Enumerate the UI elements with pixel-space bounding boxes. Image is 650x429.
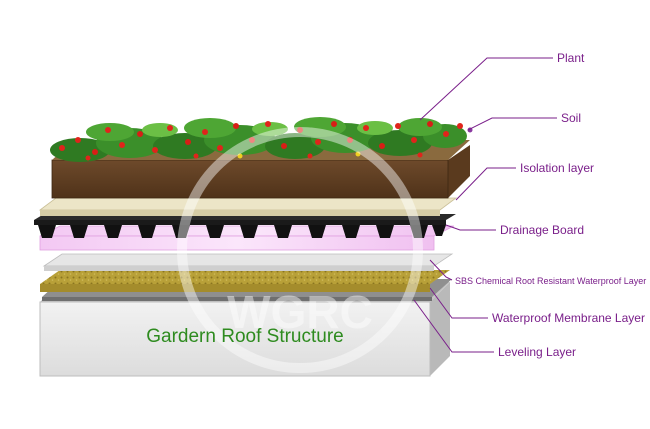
callout-line-drainage <box>445 224 496 231</box>
plant-foliage <box>50 117 467 162</box>
callout-line-soil <box>467 117 557 131</box>
label-sbs: SBS Chemical Root Resistant Waterproof L… <box>455 276 646 286</box>
callout-labels: Plant Soil Isolation layer Drainage Boar… <box>455 51 646 359</box>
plant-flowers <box>59 121 473 161</box>
diagram-title: Gardern Roof Structure <box>146 326 343 347</box>
watermark-text: WGRC <box>227 286 373 338</box>
label-leveling: Leveling Layer <box>498 345 576 359</box>
callout-line-membrane <box>429 287 488 319</box>
label-drainage: Drainage Board <box>500 223 584 237</box>
drainage-board-cups <box>38 225 446 238</box>
drainage-board <box>34 214 456 238</box>
callout-line-sbs <box>429 259 453 281</box>
watermark: WGRC <box>177 127 423 373</box>
waterproof-membrane-layer <box>40 270 450 292</box>
label-soil: Soil <box>561 111 581 125</box>
label-isolation: Isolation layer <box>520 161 594 175</box>
callouts <box>413 57 557 353</box>
isolation-layer <box>38 197 458 216</box>
label-membrane: Waterproof Membrane Layer <box>492 311 645 325</box>
callout-line-leveling <box>413 299 494 353</box>
callout-line-plant <box>419 57 553 121</box>
label-plant: Plant <box>557 51 585 65</box>
sbs-root-resistant-layer <box>42 253 454 271</box>
callout-line-isolation <box>455 167 516 201</box>
